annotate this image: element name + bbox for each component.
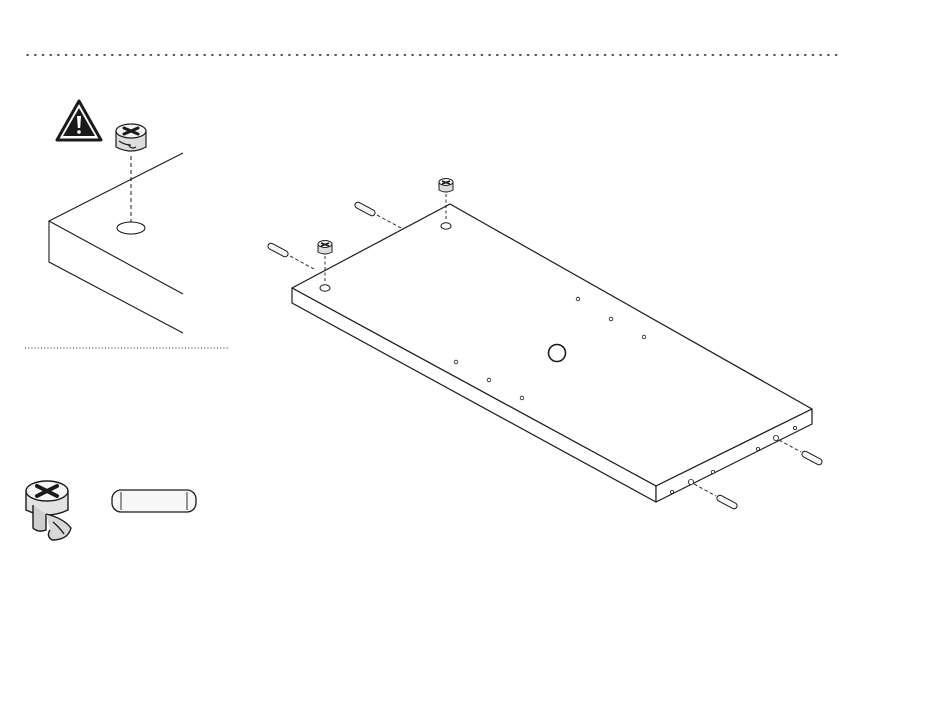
shelf-pin-hole — [576, 297, 580, 301]
shelf-pin-hole — [642, 335, 646, 339]
dowel-right-lower — [694, 484, 738, 510]
shelf-pin-hole — [609, 317, 613, 321]
end-hole — [756, 447, 759, 450]
cam-lock-left — [318, 241, 332, 255]
center-hole — [549, 345, 566, 362]
end-hole — [670, 490, 673, 493]
board-corner-detail — [49, 153, 183, 333]
dowel-left-upper — [354, 201, 401, 228]
dowel-right-upper — [779, 440, 823, 466]
cam-lock-hole — [441, 223, 451, 229]
shelf-pin-hole — [520, 396, 524, 400]
dowel-icon — [112, 490, 196, 512]
dowel-hole — [688, 479, 693, 484]
shelf-pin-hole — [487, 378, 491, 382]
cam-lock-right — [439, 179, 453, 193]
cam-lock-icon — [116, 124, 146, 151]
end-hole — [793, 426, 796, 429]
dowel-left-lower — [267, 242, 314, 269]
warning-triangle-icon — [57, 101, 101, 140]
shelf-pin-hole — [454, 360, 458, 364]
cam-lock-hole — [320, 285, 330, 291]
cam-lock-hole — [117, 222, 145, 234]
dowel-hole — [773, 435, 778, 440]
cam-lock-fitting-icon — [26, 481, 71, 540]
end-hole — [711, 470, 714, 473]
